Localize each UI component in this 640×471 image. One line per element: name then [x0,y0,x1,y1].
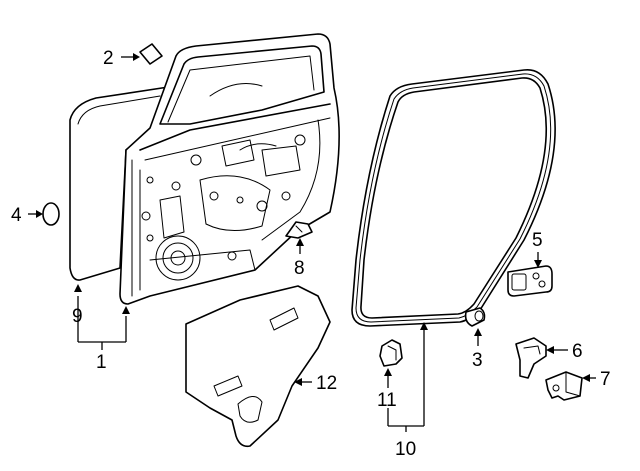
pad-part-2 [139,43,163,65]
callout-4: 4 [11,205,22,226]
grommet-part-3 [464,307,486,327]
plug-part-4 [42,202,60,226]
callout-2: 2 [103,48,114,69]
leader-lines [28,53,596,432]
callout-6: 6 [572,341,583,362]
striker-part-6 [515,337,547,379]
callout-12: 12 [316,373,337,394]
callout-11: 11 [377,390,397,411]
callout-1: 1 [96,352,107,373]
callout-9: 9 [72,306,83,327]
door-shell [119,33,340,305]
callout-labels: 1 2 3 4 5 6 7 8 9 10 11 12 [11,48,611,460]
handle-base-part-5 [507,265,553,297]
clip-part-11 [379,339,403,367]
callout-3: 3 [472,350,483,371]
callout-7: 7 [600,369,611,390]
watershield-part-12 [185,285,331,448]
callout-5: 5 [532,230,543,251]
bracket-part-8 [285,221,313,239]
callout-10: 10 [395,439,416,460]
latch-part-7 [545,371,583,401]
callout-8: 8 [294,258,305,279]
